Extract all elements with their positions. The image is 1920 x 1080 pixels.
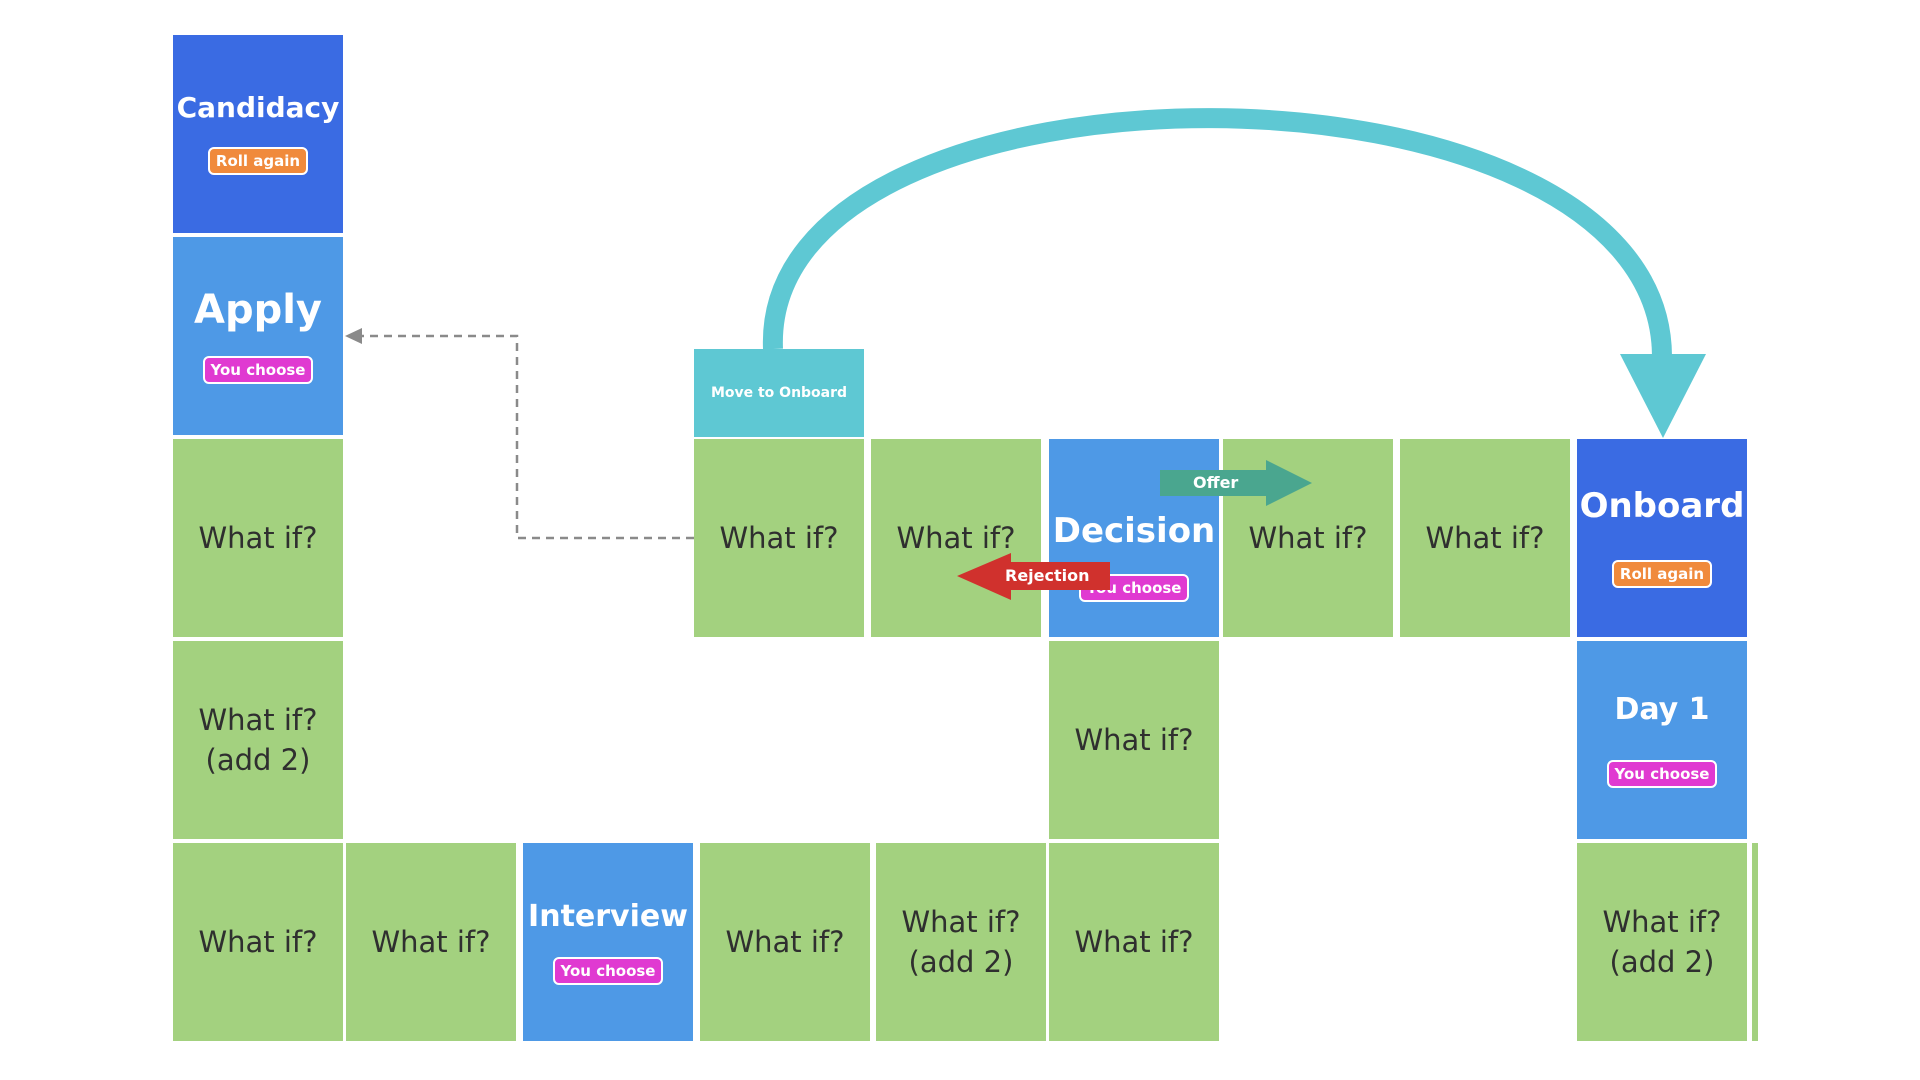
tile-label: What if? [896,521,1016,555]
tile-label: What if? (add 2) [198,703,318,777]
tile-label: What if? (add 2) [901,905,1021,979]
dashed-connector [352,334,694,540]
tile-move-to-onboard[interactable]: Move to Onboard [694,349,864,437]
move-to-onboard-arrowhead [1620,354,1706,438]
offer-arrow [1160,460,1312,506]
tile-title: Candidacy [176,90,340,124]
tile-what-if-add-2[interactable]: What if? (add 2) [173,641,343,839]
you-choose-badge: You choose [552,956,664,985]
tile-what-if[interactable]: What if? [1400,439,1570,637]
tile-candidacy[interactable]: Candidacy Roll again [173,35,343,233]
rejection-label: Rejection [1005,566,1090,585]
tile-what-if[interactable]: What if? [1049,843,1219,1041]
partial-tile-edge [1752,843,1758,1041]
offer-label: Offer [1193,473,1239,492]
tile-what-if[interactable]: What if? [173,439,343,637]
tile-what-if[interactable]: What if? [871,439,1041,637]
dashed-connector-arrowhead [345,328,362,344]
tile-day-1[interactable]: Day 1 You choose [1577,641,1747,839]
tile-title: Onboard [1579,486,1745,527]
tile-label: What if? [1425,521,1545,555]
tile-label: What if? [371,925,491,959]
tile-label: What if? [1074,925,1194,959]
tile-label: What if? (add 2) [1602,905,1722,979]
roll-again-badge: Roll again [207,147,309,176]
tile-label: What if? [198,521,318,555]
tile-what-if[interactable]: What if? [694,439,864,637]
tile-interview[interactable]: Interview You choose [523,843,693,1041]
tile-what-if[interactable]: What if? [173,843,343,1041]
move-to-onboard-arc [762,108,1672,357]
roll-again-badge: Roll again [1611,559,1713,588]
tile-what-if[interactable]: What if? [700,843,870,1041]
tile-title: Interview [528,898,688,934]
tile-label: What if? [1074,723,1194,757]
tile-onboard[interactable]: Onboard Roll again [1577,439,1747,637]
tile-label: Move to Onboard [710,385,848,401]
tile-what-if-add-2[interactable]: What if? (add 2) [1577,843,1747,1041]
tile-label: What if? [719,521,839,555]
you-choose-badge: You choose [1606,759,1718,788]
tile-label: What if? [198,925,318,959]
tile-title: Day 1 [1614,691,1710,727]
tile-what-if[interactable]: What if? [346,843,516,1041]
tile-what-if-add-2[interactable]: What if? (add 2) [876,843,1046,1041]
tile-title: Decision [1052,511,1216,551]
tile-label: What if? [725,925,845,959]
you-choose-badge: You choose [202,356,314,384]
tile-title: Apply [193,287,322,333]
tile-what-if[interactable]: What if? [1049,641,1219,839]
tile-apply[interactable]: Apply You choose [173,237,343,435]
rejection-arrow [957,553,1110,600]
tile-label: What if? [1248,521,1368,555]
